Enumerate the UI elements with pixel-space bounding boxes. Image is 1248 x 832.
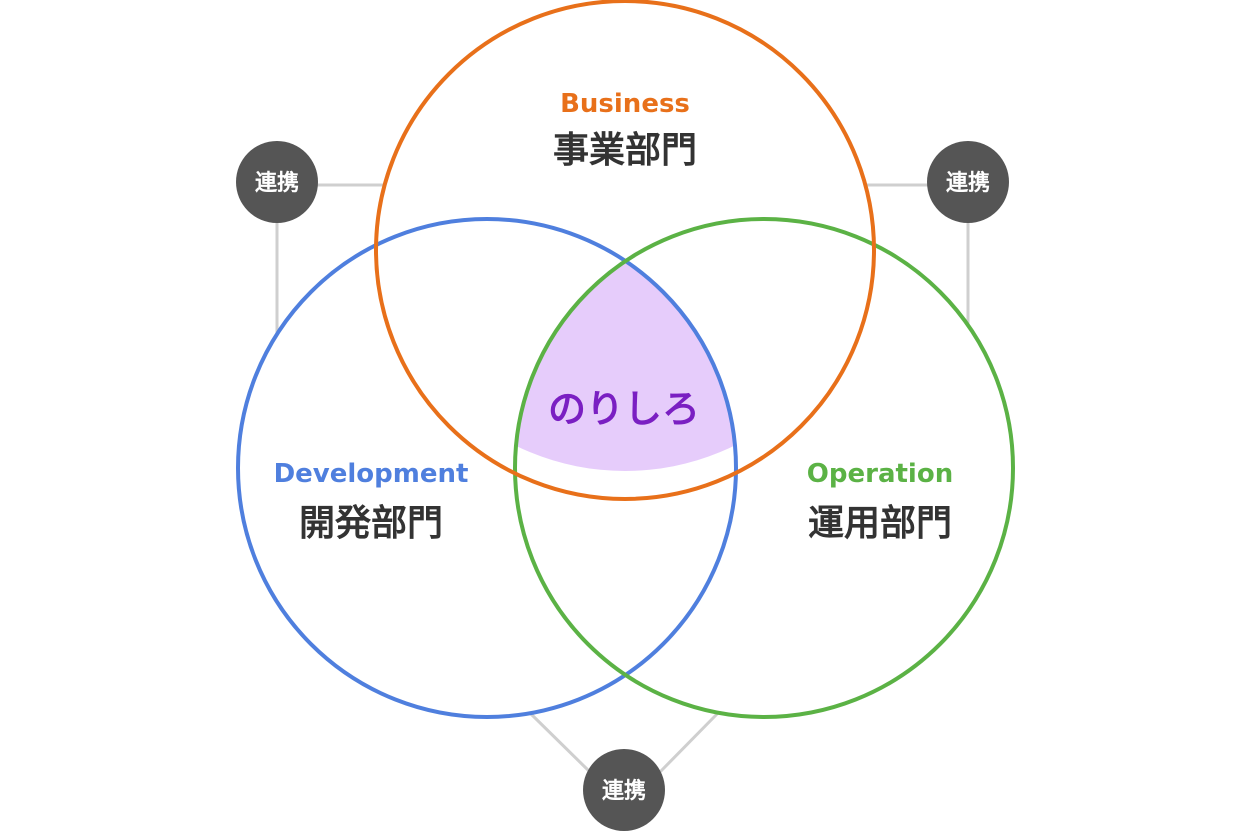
collaboration-badge-left: 連携 bbox=[236, 141, 318, 223]
badge-label: 連携 bbox=[602, 778, 646, 804]
badge-label: 連携 bbox=[255, 170, 299, 196]
badge-circle bbox=[927, 141, 1009, 223]
badge-circle bbox=[236, 141, 318, 223]
collaboration-badge-bottom: 連携 bbox=[583, 749, 665, 831]
business-label-ja: 事業部門 bbox=[553, 130, 697, 171]
collaboration-badge-right: 連携 bbox=[927, 141, 1009, 223]
operation-label-ja: 運用部門 bbox=[808, 503, 952, 544]
business-circle bbox=[374, 0, 876, 501]
badge-circle bbox=[583, 749, 665, 831]
connector-line-bottom-left bbox=[528, 711, 592, 774]
center-label: のりしろ bbox=[548, 387, 700, 431]
development-label-en: Development bbox=[274, 459, 469, 489]
development-label-ja: 開発部門 bbox=[299, 503, 443, 544]
operation-circle bbox=[513, 217, 1015, 719]
connector-line-bottom-right bbox=[658, 711, 720, 774]
business-label-en: Business bbox=[560, 89, 690, 119]
operation-label-en: Operation bbox=[807, 459, 953, 489]
badge-label: 連携 bbox=[946, 170, 990, 196]
development-circle bbox=[236, 217, 738, 719]
